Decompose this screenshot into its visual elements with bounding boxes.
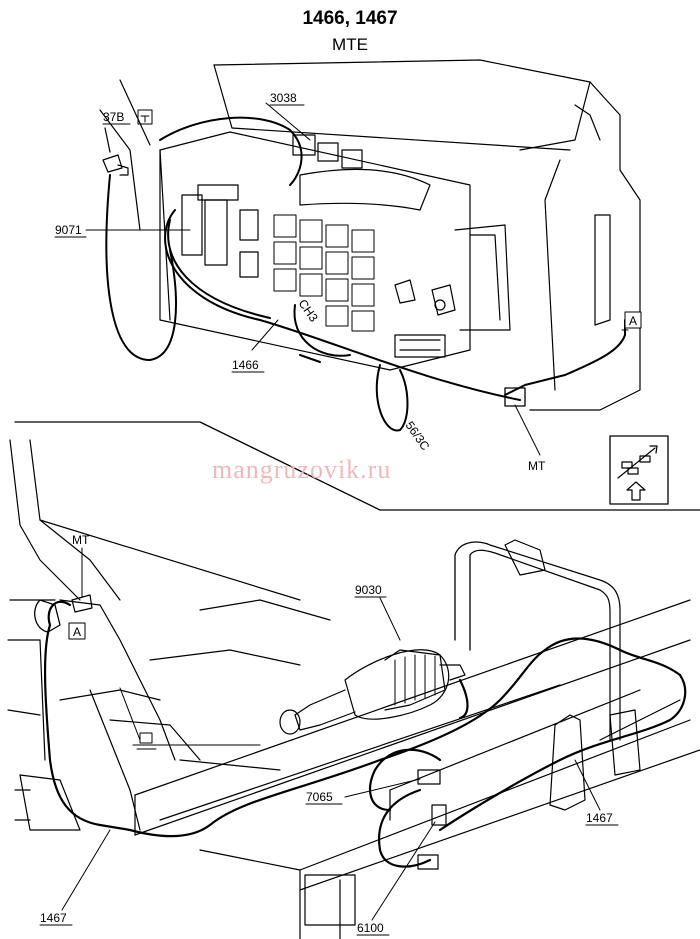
label-1466: 1466 xyxy=(232,358,259,372)
connectors-bottom xyxy=(34,594,447,870)
orientation-arrow-icon xyxy=(609,435,669,505)
section-divider xyxy=(14,421,700,511)
fuel-filter-9030 xyxy=(279,649,466,735)
page-subtitle: MTE xyxy=(332,35,368,54)
label-a-top: A xyxy=(629,314,637,328)
watermark: mangruzovik.ru xyxy=(212,455,391,484)
page-title: 1466, 1467 xyxy=(302,8,398,29)
wiring-harness-1466 xyxy=(105,116,626,432)
chassis-frame xyxy=(134,599,700,939)
label-37b: 37B xyxy=(103,110,124,124)
label-7065: 7065 xyxy=(306,790,333,804)
tank-bracket xyxy=(454,539,681,811)
label-a-bottom: A xyxy=(73,625,81,639)
label-9071: 9071 xyxy=(55,223,82,237)
label-mt-top: MT xyxy=(528,459,546,473)
label-1467-right: 1467 xyxy=(586,811,613,825)
ground-bolt xyxy=(102,127,129,176)
label-3038: 3038 xyxy=(270,91,297,105)
label-56-3c: 56/3C xyxy=(403,419,433,454)
label-mt-bottom: MT xyxy=(72,533,90,547)
leader-lines-bottom xyxy=(61,547,601,921)
label-6100: 6100 xyxy=(357,921,384,935)
leader-lines-top xyxy=(85,102,629,456)
ground-symbol-icon xyxy=(132,732,161,750)
label-1467-left: 1467 xyxy=(40,911,67,925)
label-ch3: CH3 xyxy=(296,297,321,325)
fuse-box xyxy=(159,131,471,371)
reference-box-a-bottom xyxy=(68,622,86,640)
reference-box-a-top xyxy=(624,311,642,329)
ground-terminal-icon xyxy=(137,109,153,125)
cab-outline-bottom xyxy=(7,439,331,831)
label-9030: 9030 xyxy=(355,583,382,597)
wiring-harness-1467 xyxy=(43,600,687,868)
